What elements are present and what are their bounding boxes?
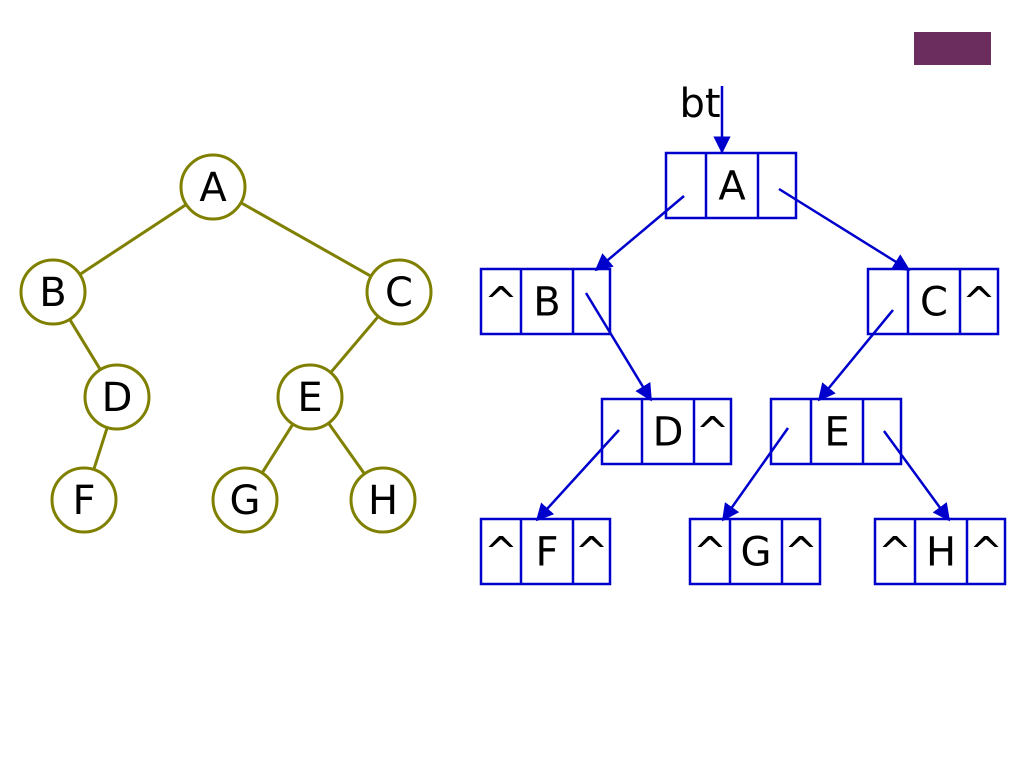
rchild-field: ^ [575,530,609,576]
tree-edge-b-d [68,318,102,371]
data-field: C [920,280,948,326]
linked-node-d: D^ [600,397,733,466]
tree-node-label: E [297,375,322,421]
tree-edge-e-g [260,423,295,474]
tree-node-label: A [199,165,227,211]
linked-node-f: ^ F ^ [479,517,612,586]
tree-node-g: G [211,466,279,534]
link-arrow-a-b [594,195,685,272]
tree-edge-d-f [92,427,109,470]
linked-node-h: ^ H ^ [873,517,1007,586]
link-arrow-b-d [584,292,653,402]
link-arrow-d-f [535,429,620,522]
data-field: E [824,410,849,456]
rchild-field: ^ [696,410,730,456]
linked-arrows [535,187,951,522]
tree-node-e: E [276,363,344,431]
linked-node-b: ^B [479,267,612,336]
data-field: B [533,280,560,326]
tree-node-label: H [368,478,398,524]
data-field: G [741,530,772,576]
lchild-field: ^ [693,530,727,576]
tree-node-h: H [349,466,417,534]
tree-node-d: D [83,363,151,431]
tree-node-f: F [50,466,118,534]
tree-node-label: G [230,478,261,524]
data-field: H [926,530,956,576]
tree-edge-a-b [78,203,188,276]
tree-edges [68,201,380,475]
tree-nodes: A B C D E F G H [19,153,433,534]
data-field: F [535,530,558,576]
rchild-field: ^ [784,530,818,576]
rchild-field: ^ [962,280,996,326]
bt-pointer-label: bt [679,81,720,127]
lchild-field: ^ [484,530,518,576]
tree-edge-c-e [329,315,380,374]
data-field: D [653,410,684,456]
lchild-field: ^ [878,530,912,576]
data-field: A [718,164,746,210]
tree-node-label: D [102,375,133,421]
link-arrow-a-c [778,187,911,272]
tree-node-a: A [179,153,247,221]
tree-node-label: B [39,270,66,316]
linked-node-c: C^ [866,267,1000,336]
link-arrow-e-g [721,427,790,522]
link-arrow-e-h [882,430,951,522]
tree-edge-a-c [240,201,372,278]
tree-edge-e-h [327,422,366,475]
link-arrow-c-e [817,309,894,402]
linked-node-g: ^ G ^ [688,517,822,586]
tree-node-b: B [19,258,87,326]
linked-node-e: E [769,397,903,466]
tree-node-label: F [72,478,95,524]
rchild-field: ^ [969,530,1003,576]
lchild-field: ^ [484,280,518,326]
linked-node-a: A [664,151,798,220]
corner-accent-rect [914,32,991,65]
tree-node-label: C [385,270,413,316]
tree-node-c: C [365,258,433,326]
